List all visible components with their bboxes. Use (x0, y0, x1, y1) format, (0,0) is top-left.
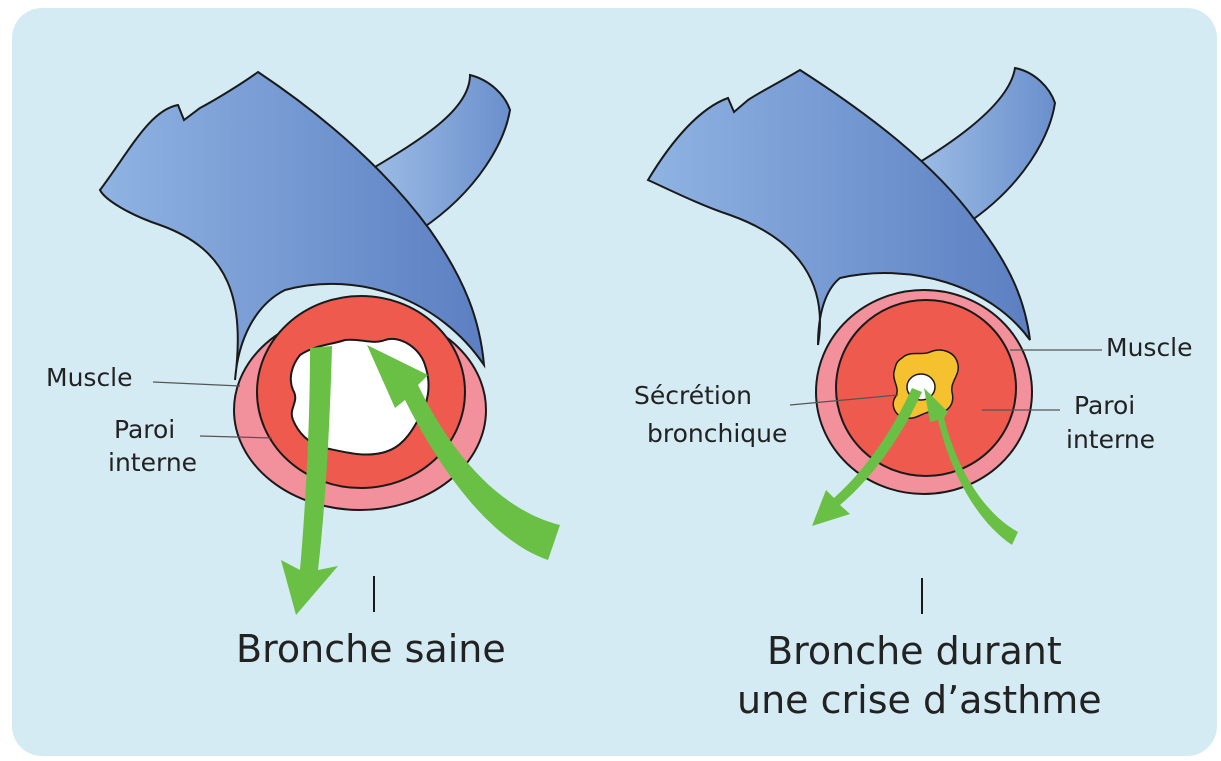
asthma-secretion-label-line1: Sécrétion (634, 381, 752, 410)
asthma-wall-label-line1: Paroi (1074, 391, 1135, 420)
asthma-caption-line1: Bronche durant (767, 629, 1062, 673)
healthy-wall-label-line2: interne (108, 448, 197, 477)
asthma-caption-line2: une crise d’asthme (737, 678, 1102, 722)
asthma-muscle-label: Muscle (1106, 333, 1193, 362)
healthy-caption: Bronche saine (236, 627, 506, 671)
asthma-wall-label-line2: interne (1066, 425, 1155, 454)
healthy-muscle-label: Muscle (46, 363, 133, 392)
asthma-secretion-label-line2: bronchique (647, 419, 787, 448)
healthy-wall-label-line1: Paroi (114, 415, 175, 444)
